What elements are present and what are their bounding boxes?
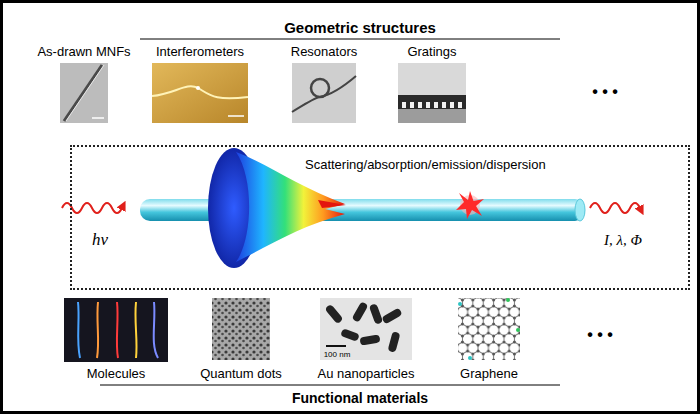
interferometer-micrograph xyxy=(152,63,248,123)
tile-label: Gratings xyxy=(407,44,456,60)
gold-nanorod-micrograph xyxy=(320,298,412,360)
structure-tile: Interferometers xyxy=(152,44,248,124)
heading-rule xyxy=(100,385,560,386)
section-title: Functional materials xyxy=(292,390,428,406)
material-tile: Graphene xyxy=(457,296,521,382)
mnf-micrograph xyxy=(60,63,108,123)
continuation-dots: • • • xyxy=(587,326,613,344)
structure-tile: Resonators xyxy=(288,44,360,124)
heading-rule xyxy=(140,39,560,40)
tile-label: Quantum dots xyxy=(200,366,282,382)
output-quantities: I, λ, Φ xyxy=(604,232,642,249)
scale-bar-label: 100 nm xyxy=(324,350,351,359)
resonator-micrograph xyxy=(292,63,356,123)
material-tile: Au nanoparticles xyxy=(315,296,418,382)
section-title: Geometric structures xyxy=(284,19,436,37)
tile-label: Interferometers xyxy=(156,44,244,60)
continuation-dots: • • • xyxy=(592,83,618,101)
fiber-region: Scattering/absorption/emission/dispersio… xyxy=(70,145,690,290)
tile-label: Resonators xyxy=(291,44,357,60)
tile-label: Molecules xyxy=(87,366,146,382)
grating-micrograph xyxy=(398,63,466,123)
tile-label: As-drawn MNFs xyxy=(37,44,130,60)
tile-label: Au nanoparticles xyxy=(318,366,415,382)
process-label: Scattering/absorption/emission/dispersio… xyxy=(305,157,546,173)
output-light-wave xyxy=(590,203,640,213)
scattering-burst xyxy=(456,191,484,219)
molecule-fluorescence-image xyxy=(64,298,168,362)
material-tile: Molecules xyxy=(64,296,168,382)
tile-label: Graphene xyxy=(460,366,518,382)
microfiber xyxy=(140,199,585,221)
photon-label: hν xyxy=(92,230,108,250)
graphene-lattice xyxy=(458,298,520,360)
quantum-dot-micrograph xyxy=(212,298,270,360)
material-tile: Quantum dots xyxy=(197,296,285,382)
structure-tile: Gratings xyxy=(398,44,466,124)
structure-tile: As-drawn MNFs xyxy=(34,44,133,124)
